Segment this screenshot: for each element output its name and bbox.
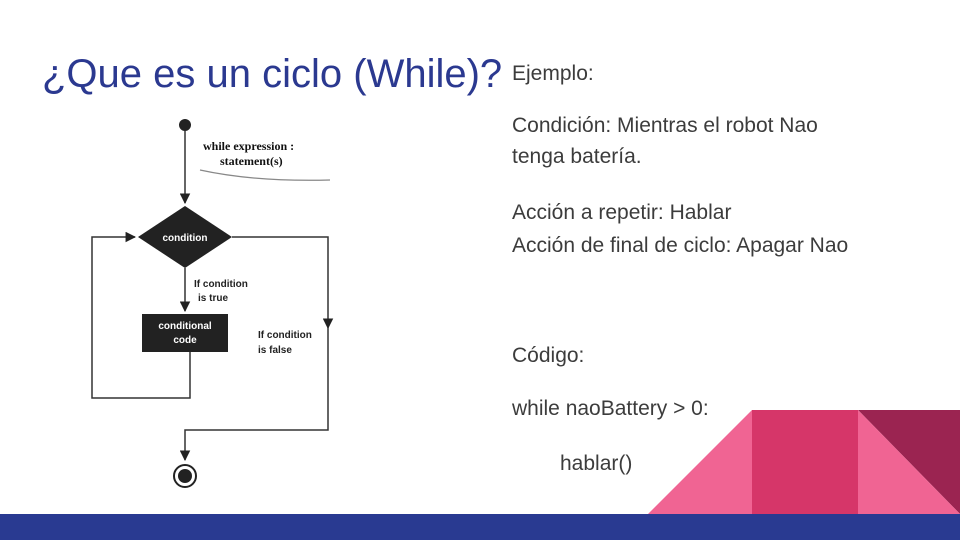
code-heading: Código: [512, 344, 585, 367]
start-node [179, 119, 191, 131]
end-node-outer [173, 464, 197, 488]
while-flowchart: while expression : statement(s) conditio… [91, 119, 334, 488]
condition-label: condition [163, 233, 208, 244]
code-label-line2: code [173, 335, 197, 346]
action-repeat: Acción a repetir: Hablar [512, 201, 732, 224]
exit-arrow [179, 328, 329, 462]
condition-diamond [138, 206, 232, 268]
false-label-line2: is false [258, 345, 292, 356]
code-line2: hablar() [560, 452, 633, 475]
syntax-label-line1: while expression : [203, 139, 294, 153]
true-label-line2: is true [198, 293, 228, 304]
footer-bar [0, 514, 960, 540]
decor-pink-left [648, 410, 752, 514]
syntax-underline [199, 169, 331, 181]
code-line1: while naoBattery > 0: [512, 397, 709, 420]
decor-magenta [752, 410, 858, 514]
conditional-code-box [142, 314, 228, 352]
true-label-line1: If condition [194, 279, 248, 290]
code-label-line1: conditional [158, 321, 212, 332]
action-end: Acción de final de ciclo: Apagar Nao [512, 234, 849, 257]
condition-line1: Condición: Mientras el robot Nao [512, 114, 818, 137]
loop-back-arrow [91, 231, 191, 399]
syntax-label-line2: statement(s) [220, 154, 283, 168]
decor-pink-right [858, 410, 960, 514]
false-arrow [232, 236, 334, 330]
condition-line2: tenga batería. [512, 145, 642, 168]
slide-title: ¿Que es un ciclo (While)? [42, 52, 503, 96]
example-heading: Ejemplo: [512, 62, 594, 85]
end-node-inner [178, 469, 192, 483]
false-label-line1: If condition [258, 330, 312, 341]
